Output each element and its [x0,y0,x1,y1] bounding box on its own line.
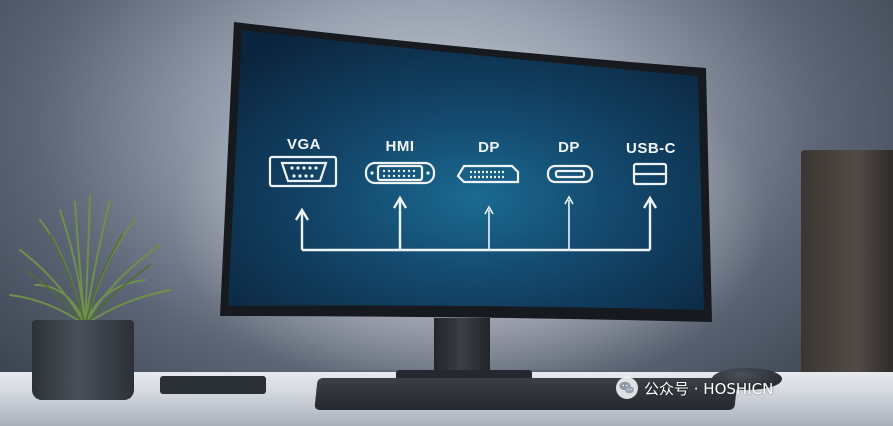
vga-port-icon [268,155,338,188]
connector-lines [294,195,658,252]
port-label-vga: VGA [286,136,322,153]
port-label-hdmi: HMI [385,138,415,155]
desk-device [160,376,266,394]
plant-leaves [9,194,171,326]
mouse [712,368,782,390]
monitor-stand [434,318,490,376]
wechat-icon [616,377,638,399]
port-label-dp: DP [478,139,500,156]
watermark-text: 公众号 · HOSHICN [644,379,774,398]
watermark: 公众号 · HOSHICN [616,376,773,400]
monitor [220,22,712,322]
displayport-icon [456,164,520,184]
usb-c-port-icon [632,162,668,186]
plant-pot [32,320,134,400]
cabinet [801,150,893,375]
port-label-dp-2: DP [558,139,580,156]
hdmi-port-icon [364,161,436,185]
port-label-usb-c: USB-C [626,140,676,157]
mini-displayport-icon [546,164,594,184]
monitor-screen [228,30,704,310]
